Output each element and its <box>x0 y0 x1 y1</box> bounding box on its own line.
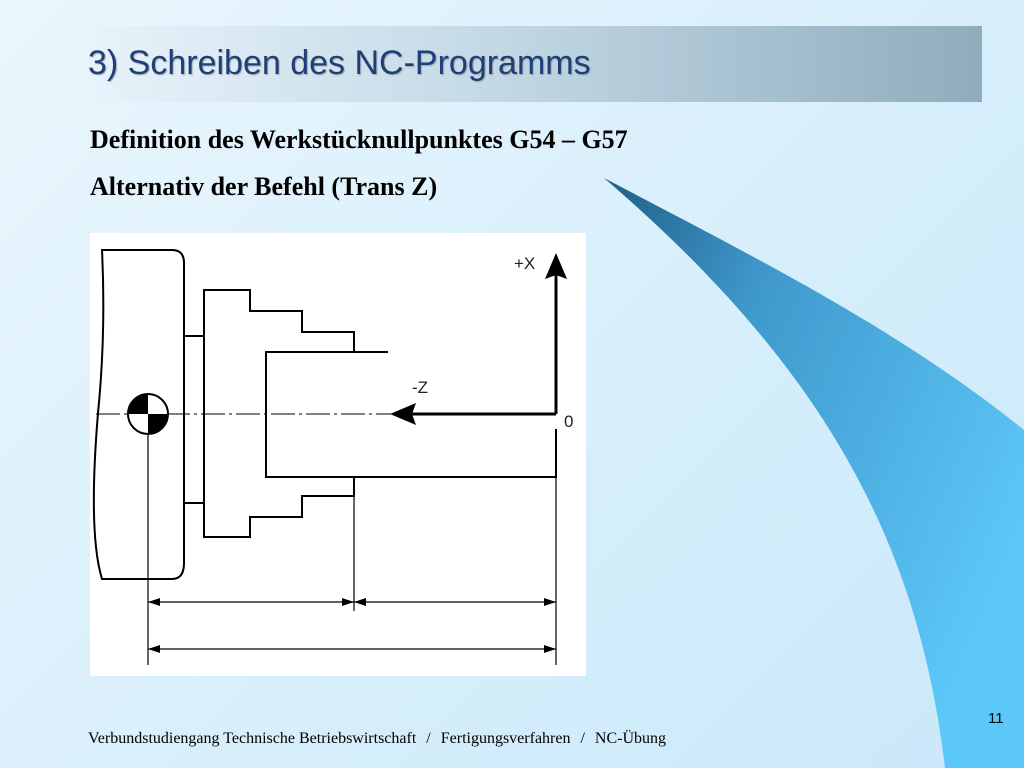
footer-separator-1: / <box>426 730 431 747</box>
x-arrowhead <box>545 253 567 279</box>
footer-part-1: Verbundstudiengang Technische Betriebswi… <box>88 730 417 747</box>
chuck-jaws <box>184 289 388 353</box>
origin-label: 0 <box>564 412 573 431</box>
footer-part-2: Fertigungsverfahren <box>440 730 571 747</box>
footer: Verbundstudiengang Technische Betriebswi… <box>88 730 666 748</box>
page-number: 11 <box>988 710 1004 727</box>
machine-zero-symbol <box>127 393 169 435</box>
axis-x-label: +X <box>514 254 535 273</box>
footer-separator-2: / <box>580 730 585 747</box>
workpiece <box>265 351 557 478</box>
z-arrowhead <box>390 403 416 425</box>
footer-part-3: NC-Übung <box>594 730 667 747</box>
subtitle-line-1: Definition des Werkstücknullpunktes G54 … <box>90 125 628 154</box>
title-bar: 3) Schreiben des NC-Programms <box>76 26 982 102</box>
slide-title: 3) Schreiben des NC-Programms <box>88 44 591 82</box>
lathe-workpiece-diagram: +X -Z 0 <box>90 233 586 676</box>
subtitle-line-2: Alternativ der Befehl (Trans Z) <box>90 172 438 201</box>
axis-z-label: -Z <box>412 378 428 397</box>
